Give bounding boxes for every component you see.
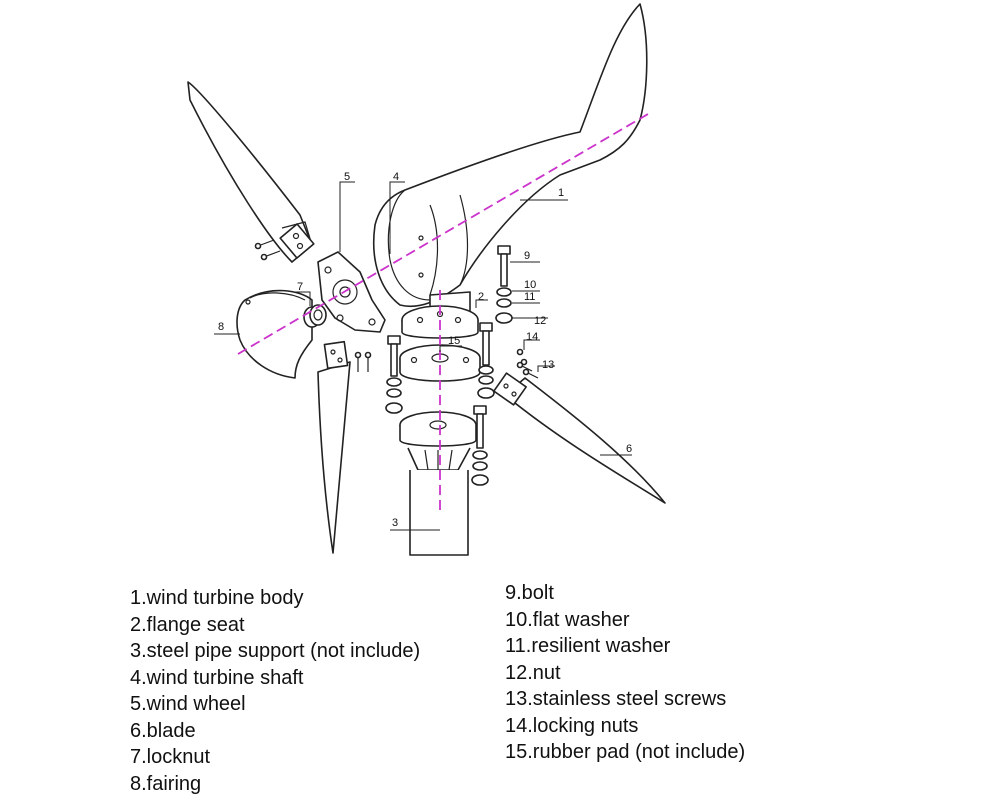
callout-12: 12 xyxy=(534,315,546,327)
callout-14: 14 xyxy=(526,331,538,343)
locking-nuts xyxy=(516,348,528,366)
callout-1: 1 xyxy=(558,187,564,199)
legend-item: 6.blade xyxy=(130,719,196,742)
legend-item: 4.wind turbine shaft xyxy=(130,666,304,689)
callout-13: 13 xyxy=(542,359,554,371)
screws-lower xyxy=(354,351,372,372)
callout-11: 11 xyxy=(524,291,535,303)
callout-15: 15 xyxy=(448,335,460,347)
blade-lower xyxy=(317,340,351,554)
callout-2: 2 xyxy=(478,291,484,303)
legend-item: 5.wind wheel xyxy=(130,693,246,715)
legend-item: 15.rubber pad (not include) xyxy=(505,741,746,763)
parts-legend-right: 9.bolt 10.flat washer 11.resilient washe… xyxy=(505,580,745,766)
legend-item: 8.fairing xyxy=(130,772,202,795)
callout-10: 10 xyxy=(524,279,536,291)
legend-item: 9.bolt xyxy=(505,582,554,604)
callout-6: 6 xyxy=(626,443,632,455)
parts-legend-left: 1.wind turbine body 2.flange seat 3.stee… xyxy=(130,585,420,797)
blade-right xyxy=(493,372,666,504)
wind-turbine-body xyxy=(372,3,648,308)
wind-wheel xyxy=(317,251,386,333)
legend-item: 14.locking nuts xyxy=(505,714,639,737)
callout-3: 3 xyxy=(392,517,398,529)
legend-item: 13.stainless steel screws xyxy=(505,688,727,710)
legend-item: 12.nut xyxy=(505,661,561,684)
steel-pipe-support xyxy=(399,411,477,556)
legend-item: 3.steel pipe support (not include) xyxy=(130,640,421,662)
legend-item: 1.wind turbine body xyxy=(130,587,304,609)
locknut xyxy=(303,304,327,328)
screws-upper-left xyxy=(254,239,281,261)
blade-upper-left xyxy=(187,81,315,263)
callout-9: 9 xyxy=(524,250,530,262)
legend-item: 10.flat washer xyxy=(505,608,630,631)
bolt-set-left xyxy=(385,335,403,414)
horizontal-axis-line xyxy=(237,113,649,355)
bolt-set-right xyxy=(495,245,513,324)
legend-item: 11.resilient washer xyxy=(505,635,671,657)
legend-item: 7.locknut xyxy=(130,746,211,768)
callout-labels: 1 2 3 4 5 6 7 8 9 10 11 12 13 14 15 xyxy=(218,171,632,529)
leader-lines xyxy=(214,181,632,531)
bolt-set-lower xyxy=(471,405,489,486)
fairing xyxy=(236,289,313,379)
callout-7: 7 xyxy=(297,281,303,293)
stainless-steel-screws xyxy=(516,361,539,379)
callout-5: 5 xyxy=(344,171,350,183)
callout-8: 8 xyxy=(218,321,224,333)
legend-item: 2.flange seat xyxy=(130,613,245,636)
callout-4: 4 xyxy=(393,171,399,183)
bolt-set-middle xyxy=(477,322,495,399)
